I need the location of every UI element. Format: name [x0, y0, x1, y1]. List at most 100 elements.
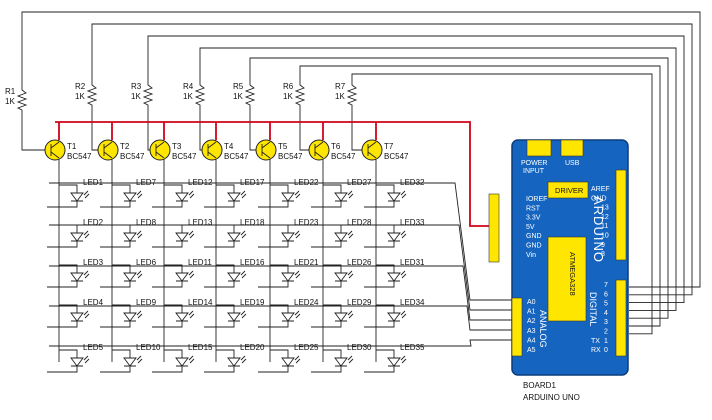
resistor-ref-3: R3 — [131, 82, 142, 91]
led-rays-led6 — [136, 270, 143, 279]
digital-header-top — [615, 169, 627, 261]
led-led14 — [175, 312, 189, 322]
digital-pin-top-6: 10 — [601, 233, 609, 240]
led-wire-led20 — [204, 349, 235, 373]
led-wire-led13 — [152, 224, 183, 248]
transistor-part-2: BC547 — [120, 152, 145, 161]
resistor-ref-5: R5 — [233, 82, 244, 91]
signal-wire-7 — [351, 73, 653, 335]
led-label-led19: LED19 — [240, 298, 265, 307]
led-label-led8: LED8 — [136, 218, 157, 227]
resistor-value-7: 1K — [335, 92, 345, 101]
led-led13 — [175, 232, 189, 242]
led-wire-led18 — [204, 224, 235, 248]
power-pin-7: Vin — [526, 252, 536, 259]
resistor-r1 — [16, 82, 28, 144]
digital-pin-top-3: 13 — [601, 205, 609, 212]
led-rays-led22 — [294, 190, 301, 199]
power-pin-4: 5V — [526, 224, 535, 231]
transistor-t1 — [44, 139, 66, 161]
power-jack — [526, 139, 552, 157]
led-wire-led23 — [258, 224, 289, 248]
digital-header-bottom — [615, 279, 627, 357]
transistor-symbol-7 — [367, 141, 377, 159]
led-led6 — [123, 272, 137, 282]
led-led16 — [227, 272, 241, 282]
digital-pin-top-2: GND — [591, 195, 607, 202]
transistor-part-1: BC547 — [67, 152, 92, 161]
led-wire-led21 — [258, 264, 289, 288]
resistor-r7 — [346, 77, 358, 144]
base-wire-6 — [299, 144, 309, 151]
led-led4 — [70, 312, 84, 322]
transistor-ref-3: T3 — [172, 142, 182, 151]
resistor-r2 — [86, 77, 98, 144]
led-wire-led5 — [47, 349, 78, 373]
driver-chip — [547, 181, 589, 199]
transistor-symbol-1 — [50, 141, 60, 159]
base-wire-7 — [351, 144, 362, 151]
digital-pin-bottom-3: 5 — [604, 301, 608, 308]
transistor-t4 — [201, 139, 223, 161]
led-led20 — [227, 357, 241, 367]
led-led30 — [334, 357, 348, 367]
led-rays-led5 — [83, 355, 90, 364]
transistor-symbol-3 — [155, 141, 165, 159]
led-wire-led25 — [258, 349, 289, 373]
led-rays-led35 — [400, 355, 407, 364]
analog-label: ANALOG — [538, 310, 548, 348]
led-rays-led30 — [347, 355, 354, 364]
led-label-led7: LED7 — [136, 178, 157, 187]
led-led21 — [281, 272, 295, 282]
led-label-led26: LED26 — [347, 258, 372, 267]
led-led35 — [387, 357, 401, 367]
led-wire-led2 — [47, 224, 78, 248]
led-label-led3: LED3 — [83, 258, 104, 267]
transistor-symbol-4 — [207, 141, 217, 159]
usb-port — [560, 139, 584, 157]
resistor-ref-7: R7 — [335, 82, 346, 91]
resistor-value-5: 1K — [233, 92, 243, 101]
base-wire-1 — [21, 144, 45, 151]
led-rays-led15 — [188, 355, 195, 364]
signal-wire-2 — [91, 23, 693, 296]
led-wire-led31 — [364, 264, 395, 288]
led-rays-led14 — [188, 310, 195, 319]
led-led27 — [334, 192, 348, 202]
transistor-symbol-6 — [314, 141, 324, 159]
led-label-led9: LED9 — [136, 298, 157, 307]
led-led11 — [175, 272, 189, 282]
led-wire-led35 — [364, 349, 395, 373]
led-led31 — [387, 272, 401, 282]
led-label-led30: LED30 — [347, 343, 372, 352]
led-label-led32: LED32 — [400, 178, 425, 187]
power-pin-3: 3.3V — [526, 215, 541, 222]
led-label-led16: LED16 — [240, 258, 265, 267]
digital-pin-num-8: 0 — [604, 347, 608, 354]
row-bus-2 — [49, 224, 512, 311]
led-led9 — [123, 312, 137, 322]
led-wire-led22 — [258, 184, 289, 208]
led-led23 — [281, 232, 295, 242]
resistor-value-6: 1K — [283, 92, 293, 101]
led-rays-led27 — [347, 190, 354, 199]
analog-pin-4: A3 — [527, 328, 536, 335]
led-wire-led8 — [100, 224, 131, 248]
signal-wire-5 — [249, 57, 669, 319]
digital-pin-bottom-8: RX — [591, 347, 601, 354]
led-rays-led24 — [294, 310, 301, 319]
led-rays-led20 — [240, 355, 247, 364]
row-bus-5 — [49, 339, 512, 347]
led-led32 — [387, 192, 401, 202]
resistor-r3 — [142, 77, 154, 144]
led-label-led35: LED35 — [400, 343, 425, 352]
led-rays-led16 — [240, 270, 247, 279]
led-wire-led24 — [258, 304, 289, 328]
power-pin-1: IOREF — [526, 196, 547, 203]
digital-pin-bottom-5: 3 — [604, 319, 608, 326]
led-wire-led27 — [311, 184, 342, 208]
led-label-led15: LED15 — [188, 343, 213, 352]
led-wire-led10 — [100, 349, 131, 373]
led-wire-led6 — [100, 264, 131, 288]
led-led25 — [281, 357, 295, 367]
